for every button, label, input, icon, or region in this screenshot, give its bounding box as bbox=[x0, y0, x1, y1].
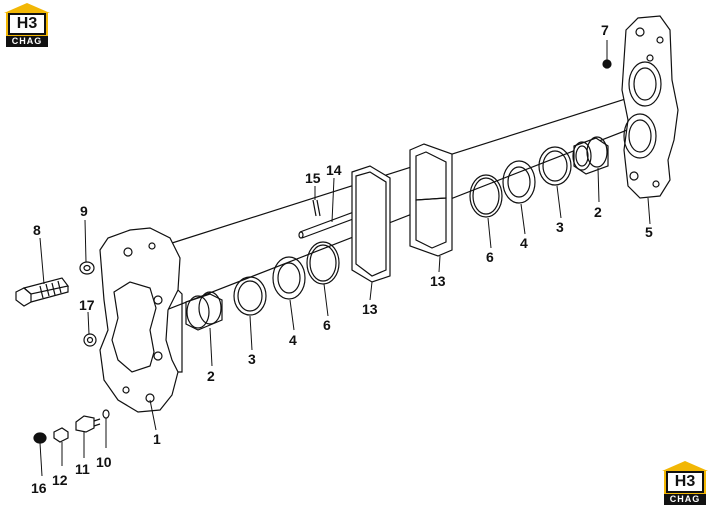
piston-part-2-left bbox=[185, 291, 223, 331]
callout-12: 12 bbox=[52, 472, 68, 488]
callout-5: 5 bbox=[645, 224, 653, 240]
callout-8: 8 bbox=[33, 222, 41, 238]
callout-2-right: 2 bbox=[594, 204, 602, 220]
axis-line-upper bbox=[149, 87, 661, 251]
dust-boot-part-4-right-inner bbox=[507, 166, 531, 198]
callout-14: 14 bbox=[326, 162, 342, 178]
seal-ring-part-3-left-inner bbox=[237, 280, 263, 312]
bleeder-screw-part-12 bbox=[53, 427, 69, 443]
logo-word: CHAG bbox=[664, 494, 706, 505]
callout-3-right: 3 bbox=[556, 219, 564, 235]
piston-part-2-right bbox=[572, 136, 609, 175]
callout-4-right: 4 bbox=[520, 235, 528, 251]
logo-word: CHAG bbox=[6, 36, 48, 47]
callout-6-left: 6 bbox=[323, 317, 331, 333]
brake-pad-part-13-right bbox=[409, 143, 453, 257]
callout-3-left: 3 bbox=[248, 351, 256, 367]
dust-boot-part-4-right bbox=[502, 160, 536, 204]
logo-mark: H3 bbox=[666, 471, 704, 493]
dust-boot-part-4-left-inner bbox=[277, 262, 301, 294]
callout-9: 9 bbox=[80, 203, 88, 219]
callout-4-left: 4 bbox=[289, 332, 297, 348]
logo-roof bbox=[662, 461, 708, 471]
o-ring-part-10 bbox=[102, 409, 110, 419]
callout-13-left: 13 bbox=[362, 301, 378, 317]
retaining-ring-part-6-right-inner bbox=[472, 177, 500, 215]
callout-2-left: 2 bbox=[207, 368, 215, 384]
brake-pad-part-13-left bbox=[351, 165, 391, 283]
seal-ring-part-3-left bbox=[233, 276, 267, 316]
brand-logo-top: H3 CHAG bbox=[4, 3, 50, 47]
callout-15: 15 bbox=[305, 170, 321, 186]
cap-part-16 bbox=[33, 432, 47, 444]
seal-ring-part-3-right-inner bbox=[542, 150, 568, 182]
callout-16: 16 bbox=[31, 480, 47, 496]
callout-10: 10 bbox=[96, 454, 112, 470]
retaining-ring-part-6-left-inner bbox=[309, 244, 337, 282]
bleeder-part-11 bbox=[75, 415, 101, 433]
leader-lines bbox=[39, 40, 651, 477]
callout-7: 7 bbox=[601, 22, 609, 38]
logo-roof bbox=[4, 3, 50, 13]
callout-17: 17 bbox=[79, 297, 95, 313]
bolt-part-8 bbox=[15, 277, 70, 307]
caliper-half-part-5 bbox=[621, 15, 679, 199]
callout-6-right: 6 bbox=[486, 249, 494, 265]
washer-part-9 bbox=[79, 261, 95, 275]
seal-ring-part-3-right bbox=[538, 146, 572, 186]
retaining-ring-part-6-right bbox=[469, 174, 503, 218]
callout-1: 1 bbox=[153, 431, 161, 447]
caliper-half-part-1 bbox=[99, 227, 183, 413]
pin-part-15 bbox=[312, 199, 321, 217]
plug-part-7 bbox=[602, 59, 612, 69]
callout-11: 11 bbox=[75, 461, 90, 477]
retaining-ring-part-6-left bbox=[306, 241, 340, 285]
logo-mark: H3 bbox=[8, 13, 46, 35]
brand-logo-bottom: H3 CHAG bbox=[662, 461, 708, 505]
washer-part-17 bbox=[83, 333, 97, 347]
callout-13-right: 13 bbox=[430, 273, 446, 289]
dust-boot-part-4-left bbox=[272, 256, 306, 300]
